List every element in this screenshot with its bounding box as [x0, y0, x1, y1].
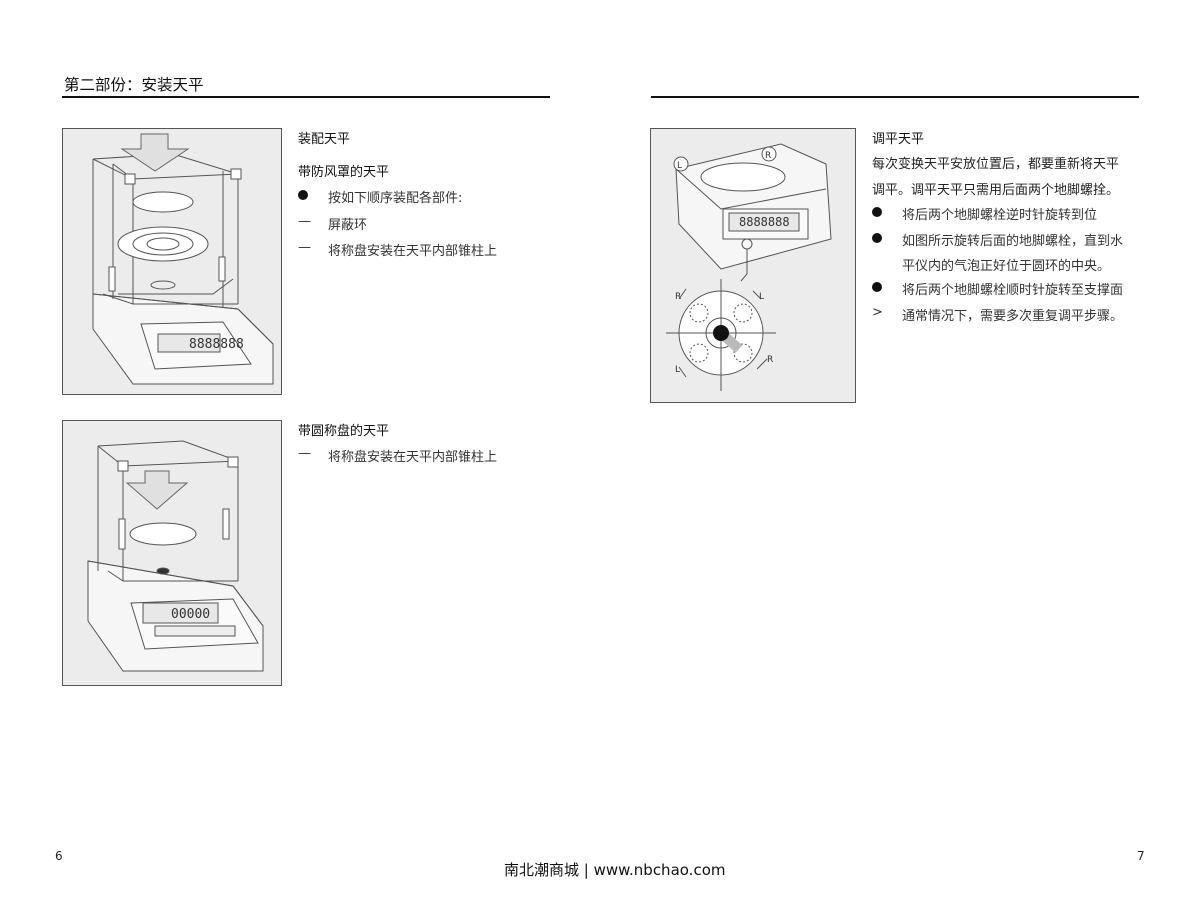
- label-l-bottom-left: L: [675, 365, 680, 375]
- round-pan-subheading: 带圆称盘的天平: [298, 424, 390, 439]
- leveling-illustration: L R R L L R 8888888: [666, 143, 832, 391]
- draft-shield-subheading: 带防风罩的天平: [298, 165, 390, 180]
- dash-marker: —: [298, 240, 311, 255]
- figure-draft-shield-balance: 8888888: [62, 128, 282, 395]
- bullet-icon: [872, 230, 892, 247]
- label-r-bottom-right: R: [767, 355, 773, 365]
- label-l-top-right: L: [759, 292, 764, 302]
- display-digits-2: 00000: [171, 607, 210, 622]
- right-header-rule: [651, 96, 1139, 98]
- dash-marker: —: [298, 214, 311, 229]
- leveling-paragraph-line-1: 每次变换天平安放位置后，都要重新将天平: [872, 157, 1120, 172]
- bullet-icon: [872, 279, 892, 296]
- figure-round-pan-balance: 00000: [62, 420, 282, 686]
- display-digits-3: 8888888: [739, 215, 790, 229]
- leveling-paragraph-line-2: 调平。调平天平只需用后面两个地脚螺拴。: [872, 183, 1120, 198]
- figure-leveling: L R R L L R 8888888: [650, 128, 856, 403]
- footer-text: 南北潮商城 | www.nbchao.com: [504, 861, 726, 879]
- page-number-left: 6: [55, 849, 63, 863]
- left-header-rule: [62, 96, 550, 98]
- draft-shield-balance-illustration: 8888888: [92, 133, 274, 385]
- round-pan-balance-illustration: 00000: [87, 440, 264, 672]
- dash-marker: —: [298, 446, 311, 461]
- leveling-heading: 调平天平: [872, 132, 925, 147]
- arrow-marker: >: [872, 305, 883, 320]
- display-digits-1: 8888888: [189, 337, 244, 352]
- label-left-foot: L: [677, 161, 682, 171]
- bullet-icon: [872, 204, 892, 221]
- section-title: 第二部份：安装天平: [64, 76, 204, 94]
- label-r-top-left: R: [675, 292, 681, 302]
- assemble-heading: 装配天平: [298, 132, 351, 147]
- label-right-foot: R: [765, 151, 771, 161]
- page-number-right: 7: [1137, 849, 1145, 863]
- bullet-icon: [298, 187, 318, 204]
